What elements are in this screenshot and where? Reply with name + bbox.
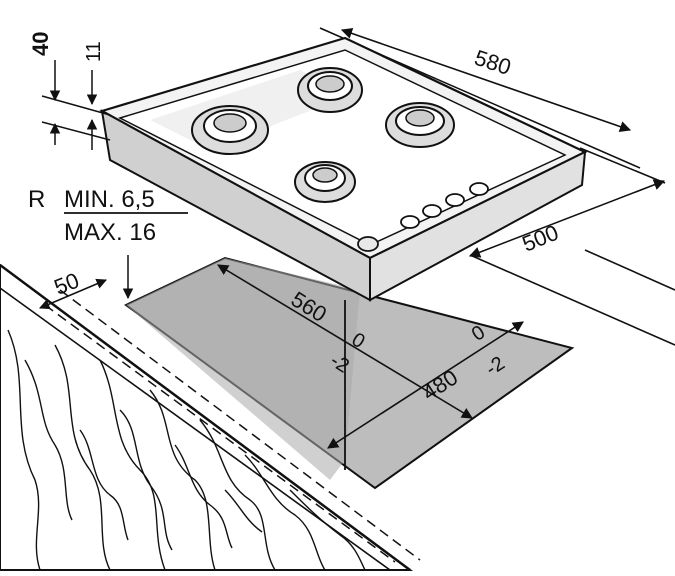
burner-left: [191, 105, 269, 155]
burner-front: [294, 161, 356, 203]
radius-prefix: R: [28, 186, 45, 213]
radius-label: R MIN. 6,5 MAX. 16: [28, 186, 188, 246]
radius-max: MAX. 16: [64, 219, 156, 246]
dimension-50: 50: [39, 255, 134, 310]
ignition-button-icon: [357, 236, 379, 252]
knob-icon: [422, 204, 442, 218]
knob-icon: [445, 193, 465, 207]
label-580: 580: [471, 45, 514, 80]
worktop: [0, 263, 421, 572]
label-11: 11: [83, 41, 105, 62]
knob-icon: [469, 182, 489, 196]
burner-right: [385, 102, 455, 148]
burner-rear: [297, 67, 363, 113]
dimension-height: [41, 60, 111, 150]
knob-icon: [400, 215, 420, 229]
label-40: 40: [28, 32, 53, 56]
label-500: 500: [519, 220, 562, 257]
hob: [99, 36, 588, 302]
wood-grain: [7, 329, 366, 571]
label-50: 50: [50, 268, 82, 300]
radius-min: MIN. 6,5: [64, 186, 155, 213]
